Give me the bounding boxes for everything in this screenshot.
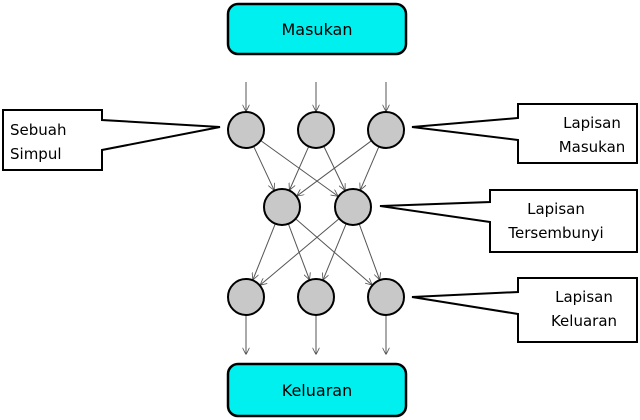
connection-lines <box>246 82 386 354</box>
callout-node-line2: Simpul <box>10 145 62 163</box>
edge-hidden-output <box>253 223 276 280</box>
callout-input-layer: Lapisan Masukan <box>411 103 638 164</box>
edge-hidden-output <box>295 218 372 285</box>
output-box-label: Keluaran <box>282 381 352 400</box>
callout-node-line1: Sebuah <box>10 121 66 139</box>
edge-hidden-output <box>323 223 347 280</box>
edge-input-hidden <box>297 140 372 196</box>
output-node-1 <box>227 278 265 316</box>
callout-hidden-layer-line2: Tersembunyi <box>507 224 603 242</box>
callout-node: Sebuah Simpul <box>2 109 221 171</box>
callout-input-layer-line1: Lapisan <box>563 114 621 132</box>
input-box-label: Masukan <box>281 20 352 39</box>
edge-hidden-output <box>261 218 340 285</box>
input-box: Masukan <box>226 2 408 56</box>
input-node-1 <box>227 111 265 149</box>
input-node-2 <box>297 111 335 149</box>
edge-hidden-output <box>358 223 379 279</box>
callout-input-layer-line2: Masukan <box>559 138 626 156</box>
hidden-node-2 <box>334 188 372 226</box>
edge-input-hidden <box>360 146 380 190</box>
output-node-3 <box>367 278 405 316</box>
input-node-3 <box>367 111 405 149</box>
edge-hidden-output <box>287 223 309 279</box>
callout-output-layer: Lapisan Keluaran <box>411 277 638 343</box>
output-node-2 <box>297 278 335 316</box>
edge-input-hidden <box>253 146 274 189</box>
callout-hidden-layer-line1: Lapisan <box>527 200 585 218</box>
hidden-node-1 <box>263 188 301 226</box>
callout-output-layer-line1: Lapisan <box>555 288 613 306</box>
output-box: Keluaran <box>226 362 408 418</box>
edge-input-hidden <box>290 146 310 189</box>
callout-hidden-layer: Lapisan Tersembunyi <box>379 189 638 253</box>
network-nodes <box>227 111 405 316</box>
callout-output-layer-line2: Keluaran <box>551 312 617 330</box>
